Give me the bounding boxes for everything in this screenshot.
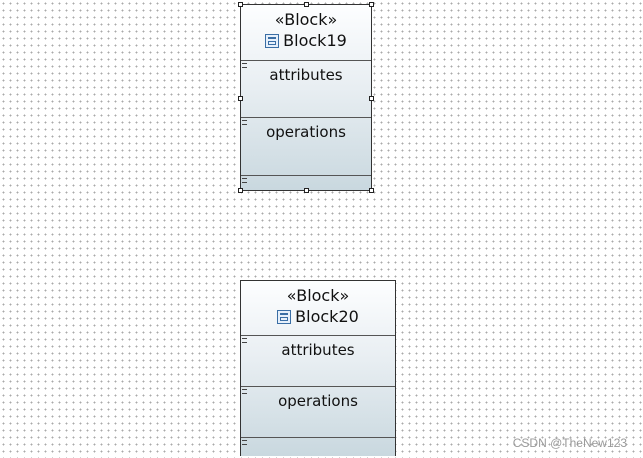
block-icon bbox=[265, 34, 280, 48]
collapse-toggle-icon[interactable] bbox=[242, 389, 247, 394]
resize-handle-n[interactable] bbox=[304, 2, 309, 7]
collapse-toggle-icon[interactable] bbox=[242, 440, 247, 445]
compartment-label: operations bbox=[266, 123, 346, 141]
block-name-row[interactable]: Block19 bbox=[241, 30, 371, 52]
block-header: «Block» Block19 bbox=[241, 5, 371, 61]
attributes-compartment[interactable]: attributes bbox=[241, 336, 395, 387]
resize-handle-s[interactable] bbox=[304, 188, 309, 193]
block-icon bbox=[277, 310, 292, 324]
compartment-label: attributes bbox=[281, 341, 355, 359]
resize-handle-w[interactable] bbox=[238, 96, 243, 101]
operations-compartment[interactable]: operations bbox=[241, 118, 371, 176]
watermark-text: CSDN @TheNew123 bbox=[512, 436, 627, 450]
attributes-compartment[interactable]: attributes bbox=[241, 61, 371, 118]
resize-handle-se[interactable] bbox=[369, 188, 374, 193]
operations-compartment[interactable]: operations bbox=[241, 387, 395, 438]
collapse-toggle-icon[interactable] bbox=[242, 63, 247, 68]
resize-handle-ne[interactable] bbox=[369, 2, 374, 7]
collapse-toggle-icon[interactable] bbox=[242, 120, 247, 125]
empty-compartment[interactable] bbox=[241, 176, 371, 191]
block-name[interactable]: Block19 bbox=[283, 31, 347, 50]
resize-handle-nw[interactable] bbox=[238, 2, 243, 7]
resize-handle-e[interactable] bbox=[369, 96, 374, 101]
block-stereotype: «Block» bbox=[286, 286, 350, 305]
collapse-toggle-icon[interactable] bbox=[242, 178, 247, 183]
block-node-block19[interactable]: «Block» Block19 attributes operations bbox=[238, 2, 374, 193]
block-node-block20[interactable]: «Block» Block20 attributes operations bbox=[240, 280, 396, 456]
resize-handle-sw[interactable] bbox=[238, 188, 243, 193]
collapse-toggle-icon[interactable] bbox=[242, 338, 247, 343]
compartment-label: attributes bbox=[269, 66, 343, 84]
compartment-label: operations bbox=[278, 392, 358, 410]
block-name-row[interactable]: Block20 bbox=[241, 306, 395, 328]
block-stereotype: «Block» bbox=[274, 10, 338, 29]
block-header: «Block» Block20 bbox=[241, 281, 395, 336]
empty-compartment[interactable] bbox=[241, 438, 395, 458]
block-name[interactable]: Block20 bbox=[295, 307, 359, 326]
